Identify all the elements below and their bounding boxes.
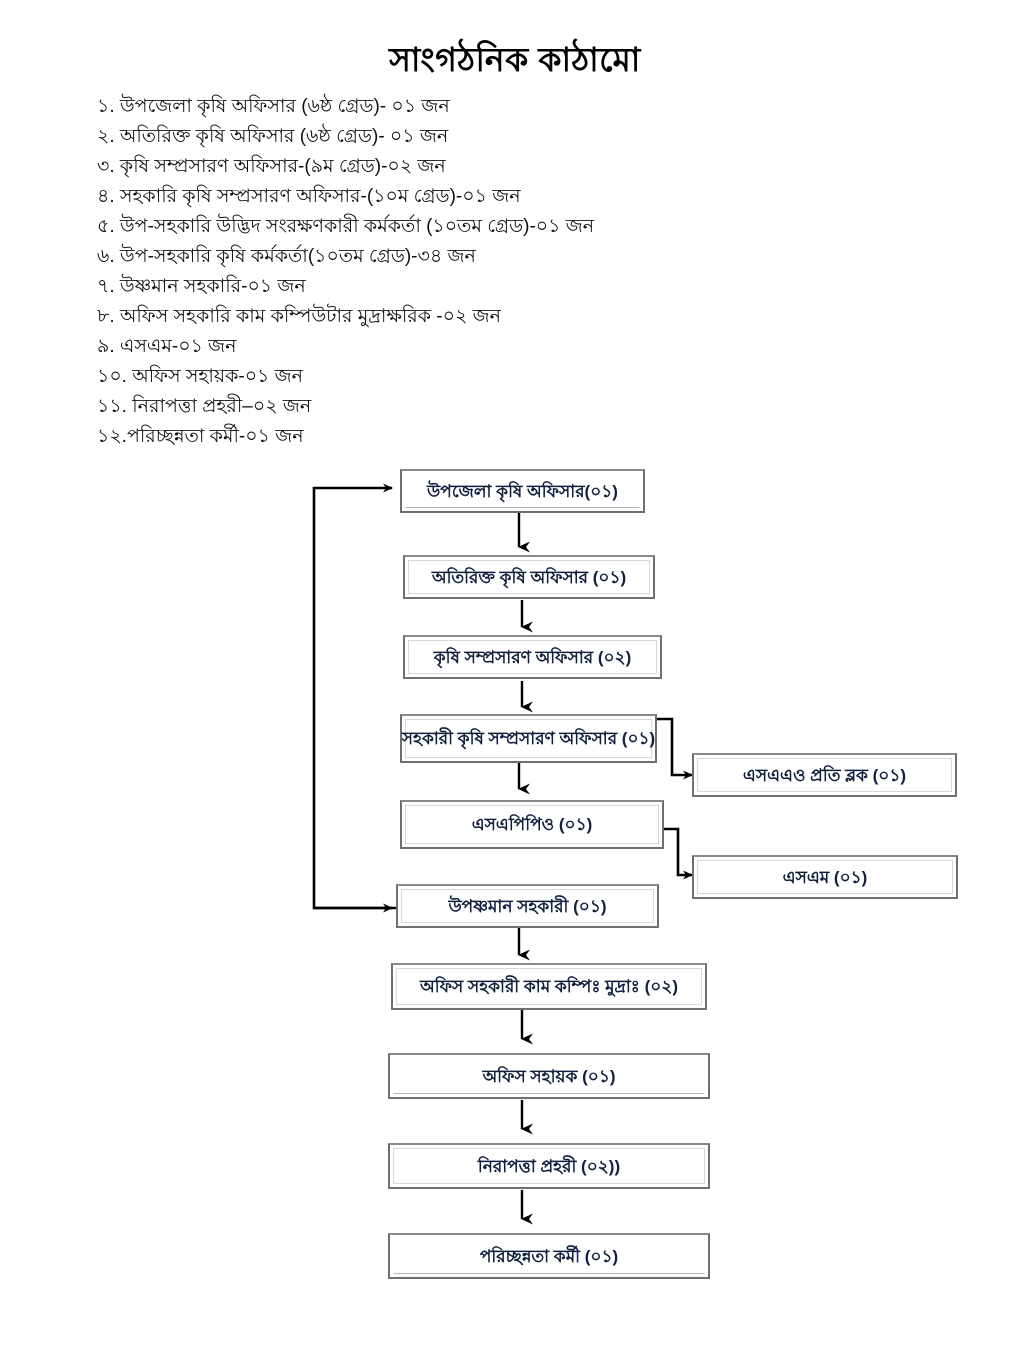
node-cleaner[interactable]: পরিচ্ছন্নতা কর্মী (০১) (388, 1233, 710, 1279)
node-saaeo-inner: সহকারী কৃষি সম্প্রসারণ অফিসার (০১) (401, 719, 656, 758)
staff-list: ১. উপজেলা কৃষি অফিসার (৬ষ্ঠ গ্রেড)- ০১ জ… (97, 92, 837, 452)
node-aao-inner: অতিরিক্ত কৃষি অফিসার (০১) (408, 560, 650, 594)
node-uao-label: উপজেলা কৃষি অফিসার(০১) (427, 481, 618, 501)
node-sappo-inner: এসএপিপিও (০১) (405, 805, 659, 844)
list-item: ২. অতিরিক্ত কৃষি অফিসার (৬ষ্ঠ গ্রেড)- ০১… (97, 126, 449, 147)
node-office-support[interactable]: অফিস সহায়ক (০১) (388, 1053, 710, 1099)
list-item: ১০. অফিস সহায়ক-০১ জন (97, 366, 304, 387)
list-item: ৭. উষ্ণমান সহকারি-০১ জন (97, 276, 306, 297)
node-aeo-inner: কৃষি সম্প্রসারণ অফিসার (০২) (408, 640, 657, 674)
list-item: ৪. সহকারি কৃষি সম্প্রসারণ অফিসার-(১০ম গ্… (97, 186, 521, 207)
node-oacc-inner: অফিস সহকারী কাম কম্পিঃ মুদ্রাঃ (০২) (396, 968, 702, 1005)
node-oacc-label: অফিস সহকারী কাম কম্পিঃ মুদ্রাঃ (০২) (420, 977, 678, 996)
node-cleaner-inner: পরিচ্ছন্নতা কর্মী (০১) (393, 1238, 705, 1274)
node-aeo-label: কৃষি সম্প্রসারণ অফিসার (০২) (433, 647, 632, 667)
node-saao-block-label: এসএএও প্রতি ব্লক (০১) (742, 765, 907, 785)
node-sappo[interactable]: এসএপিপিও (০১) (400, 800, 664, 849)
node-aeo[interactable]: কৃষি সম্প্রসারণ অফিসার (০২) (403, 635, 662, 679)
node-guard-inner: নিরাপত্তা প্রহরী (০২)) (393, 1148, 705, 1184)
node-uao[interactable]: উপজেলা কৃষি অফিসার(০১) (400, 469, 645, 513)
node-saaeo[interactable]: সহকারী কৃষি সম্প্রসারণ অফিসার (০১) (400, 714, 657, 763)
list-item: ৯. এসএম-০১ জন (97, 336, 237, 357)
edge-saaeo-saaoblock (657, 717, 693, 780)
page-title: সাংগঠনিক কাঠামো (389, 41, 641, 78)
org-chart: উপজেলা কৃষি অফিসার(০১) অতিরিক্ত কৃষি অফি… (0, 455, 1030, 1355)
node-aao[interactable]: অতিরিক্ত কৃষি অফিসার (০১) (403, 555, 655, 599)
node-sm[interactable]: এসএম (০১) (692, 855, 958, 899)
node-uda-label: উপষ্ণমান সহকারী (০১) (448, 896, 607, 916)
node-sappo-label: এসএপিপিও (০১) (471, 815, 593, 834)
edge-sappo-sm (664, 827, 693, 880)
node-aao-label: অতিরিক্ত কৃষি অফিসার (০১) (431, 567, 627, 587)
node-os-inner: অফিস সহায়ক (০১) (393, 1058, 705, 1094)
list-item: ৬. উপ-সহকারি কৃষি কর্মকর্তা(১০তম গ্রেড)-… (97, 246, 476, 267)
node-cleaner-label: পরিচ্ছন্নতা কর্মী (০১) (479, 1246, 619, 1266)
node-office-assistant-computer[interactable]: অফিস সহকারী কাম কম্পিঃ মুদ্রাঃ (০২) (391, 963, 707, 1010)
edge-uda-uao-feedback (312, 483, 396, 910)
node-sm-inner: এসএম (০১) (697, 860, 953, 894)
node-guard-label: নিরাপত্তা প্রহরী (০২)) (477, 1156, 621, 1176)
node-saao-block-inner: এসএএও প্রতি ব্লক (০১) (697, 758, 952, 792)
list-item: ১. উপজেলা কৃষি অফিসার (৬ষ্ঠ গ্রেড)- ০১ জ… (97, 96, 450, 117)
list-item: ৫. উপ-সহকারি উদ্ভিদ সংরক্ষণকারী কর্মকর্ত… (97, 216, 595, 237)
node-saaeo-label: সহকারী কৃষি সম্প্রসারণ অফিসার (০১) (401, 729, 656, 748)
list-item: ৩. কৃষি সম্প্রসারণ অফিসার-(৯ম গ্রেড)-০২ … (97, 156, 446, 177)
list-item: ১১. নিরাপত্তা প্রহরী–০২ জন (97, 396, 312, 417)
list-item: ১২.পরিচ্ছন্নতা কর্মী-০১ জন (97, 426, 304, 447)
node-sm-label: এসএম (০১) (782, 867, 868, 887)
node-uao-inner: উপজেলা কৃষি অফিসার(০১) (405, 474, 640, 508)
node-uda[interactable]: উপষ্ণমান সহকারী (০১) (396, 884, 659, 928)
list-item: ৮. অফিস সহকারি কাম কম্পিউটার মুদ্রাক্ষরি… (97, 306, 501, 327)
node-security-guard[interactable]: নিরাপত্তা প্রহরী (০২)) (388, 1143, 710, 1189)
node-os-label: অফিস সহায়ক (০১) (482, 1066, 616, 1086)
node-uda-inner: উপষ্ণমান সহকারী (০১) (401, 889, 654, 923)
node-saao-block[interactable]: এসএএও প্রতি ব্লক (০১) (692, 753, 957, 797)
